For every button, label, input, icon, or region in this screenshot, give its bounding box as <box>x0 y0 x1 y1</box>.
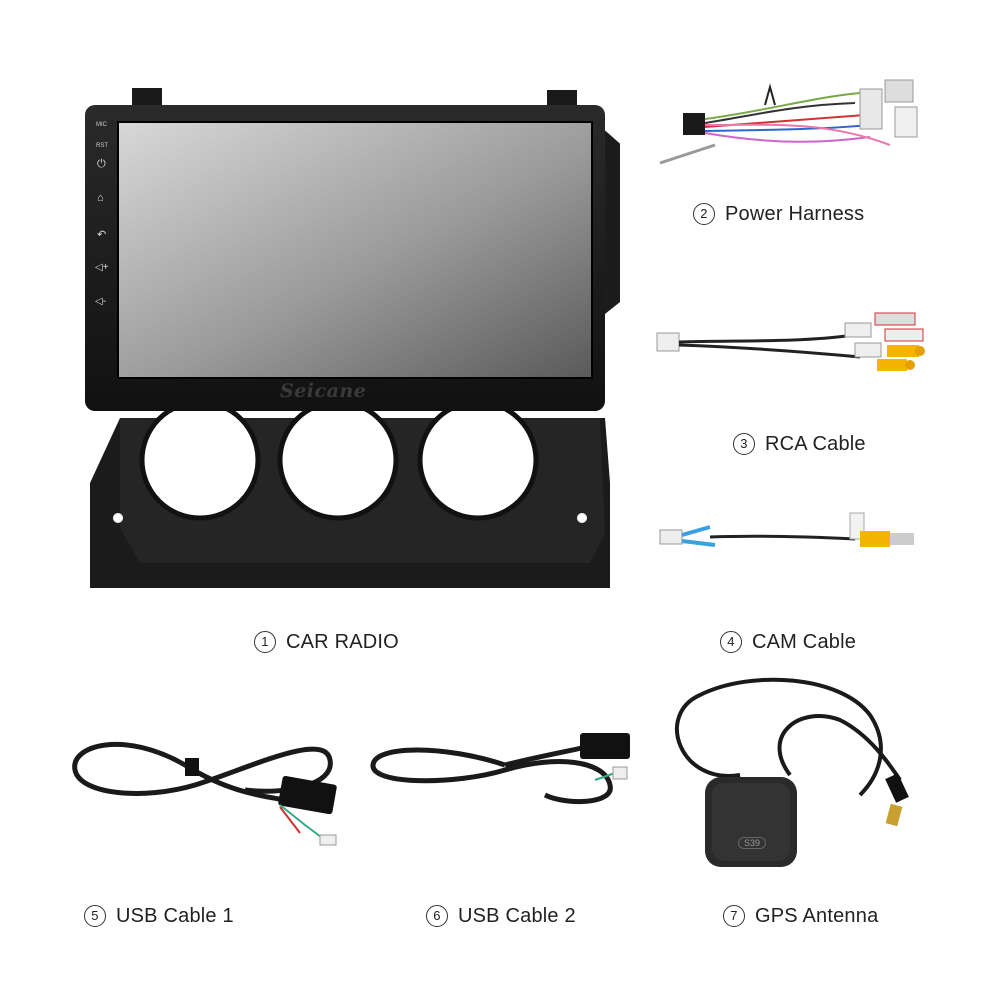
radio-rst-label: RST <box>96 143 108 149</box>
cam-cable-image <box>655 505 935 565</box>
caption-label: USB Cable 2 <box>458 905 576 927</box>
gps-antenna-image: S39 <box>660 675 940 875</box>
gps-module-label: S39 <box>738 837 767 849</box>
caption-label: RCA Cable <box>765 433 866 455</box>
caption-power-harness: 2 Power Harness <box>693 203 864 226</box>
caption-number: 2 <box>693 203 715 225</box>
power-icon[interactable]: ⏻ <box>97 158 106 170</box>
caption-gps-antenna: 7 GPS Antenna <box>723 905 878 928</box>
caption-number: 5 <box>84 905 106 927</box>
caption-usb-cable-2: 6 USB Cable 2 <box>426 905 576 928</box>
radio-brand-logo: Seicane <box>280 380 367 402</box>
back-icon[interactable]: ↶ <box>97 229 107 241</box>
caption-usb-cable-1: 5 USB Cable 1 <box>84 905 234 928</box>
car-radio-image: MIC RST ⏻ ⌂ ↶ ◁+ ◁- Seicane <box>80 88 620 608</box>
usb-cable-2-image <box>365 725 645 815</box>
caption-number: 3 <box>733 433 755 455</box>
radio-mic-label: MIC <box>96 122 107 128</box>
caption-label: CAR RADIO <box>286 631 399 653</box>
caption-cam-cable: 4 CAM Cable <box>720 631 856 654</box>
caption-rca-cable: 3 RCA Cable <box>733 433 866 456</box>
caption-number: 7 <box>723 905 745 927</box>
caption-number: 6 <box>426 905 448 927</box>
rca-cable-image <box>655 305 935 385</box>
caption-label: GPS Antenna <box>755 905 879 927</box>
caption-label: Power Harness <box>725 203 865 225</box>
caption-car-radio: 1 CAR RADIO <box>254 631 399 654</box>
power-harness-image <box>655 75 935 175</box>
caption-number: 4 <box>720 631 742 653</box>
caption-label: CAM Cable <box>752 631 857 653</box>
home-icon[interactable]: ⌂ <box>97 192 104 204</box>
volume-up-icon[interactable]: ◁+ <box>95 262 109 273</box>
caption-label: USB Cable 1 <box>116 905 234 927</box>
usb-cable-1-image <box>65 725 355 855</box>
caption-number: 1 <box>254 631 276 653</box>
volume-down-icon[interactable]: ◁- <box>95 296 107 307</box>
